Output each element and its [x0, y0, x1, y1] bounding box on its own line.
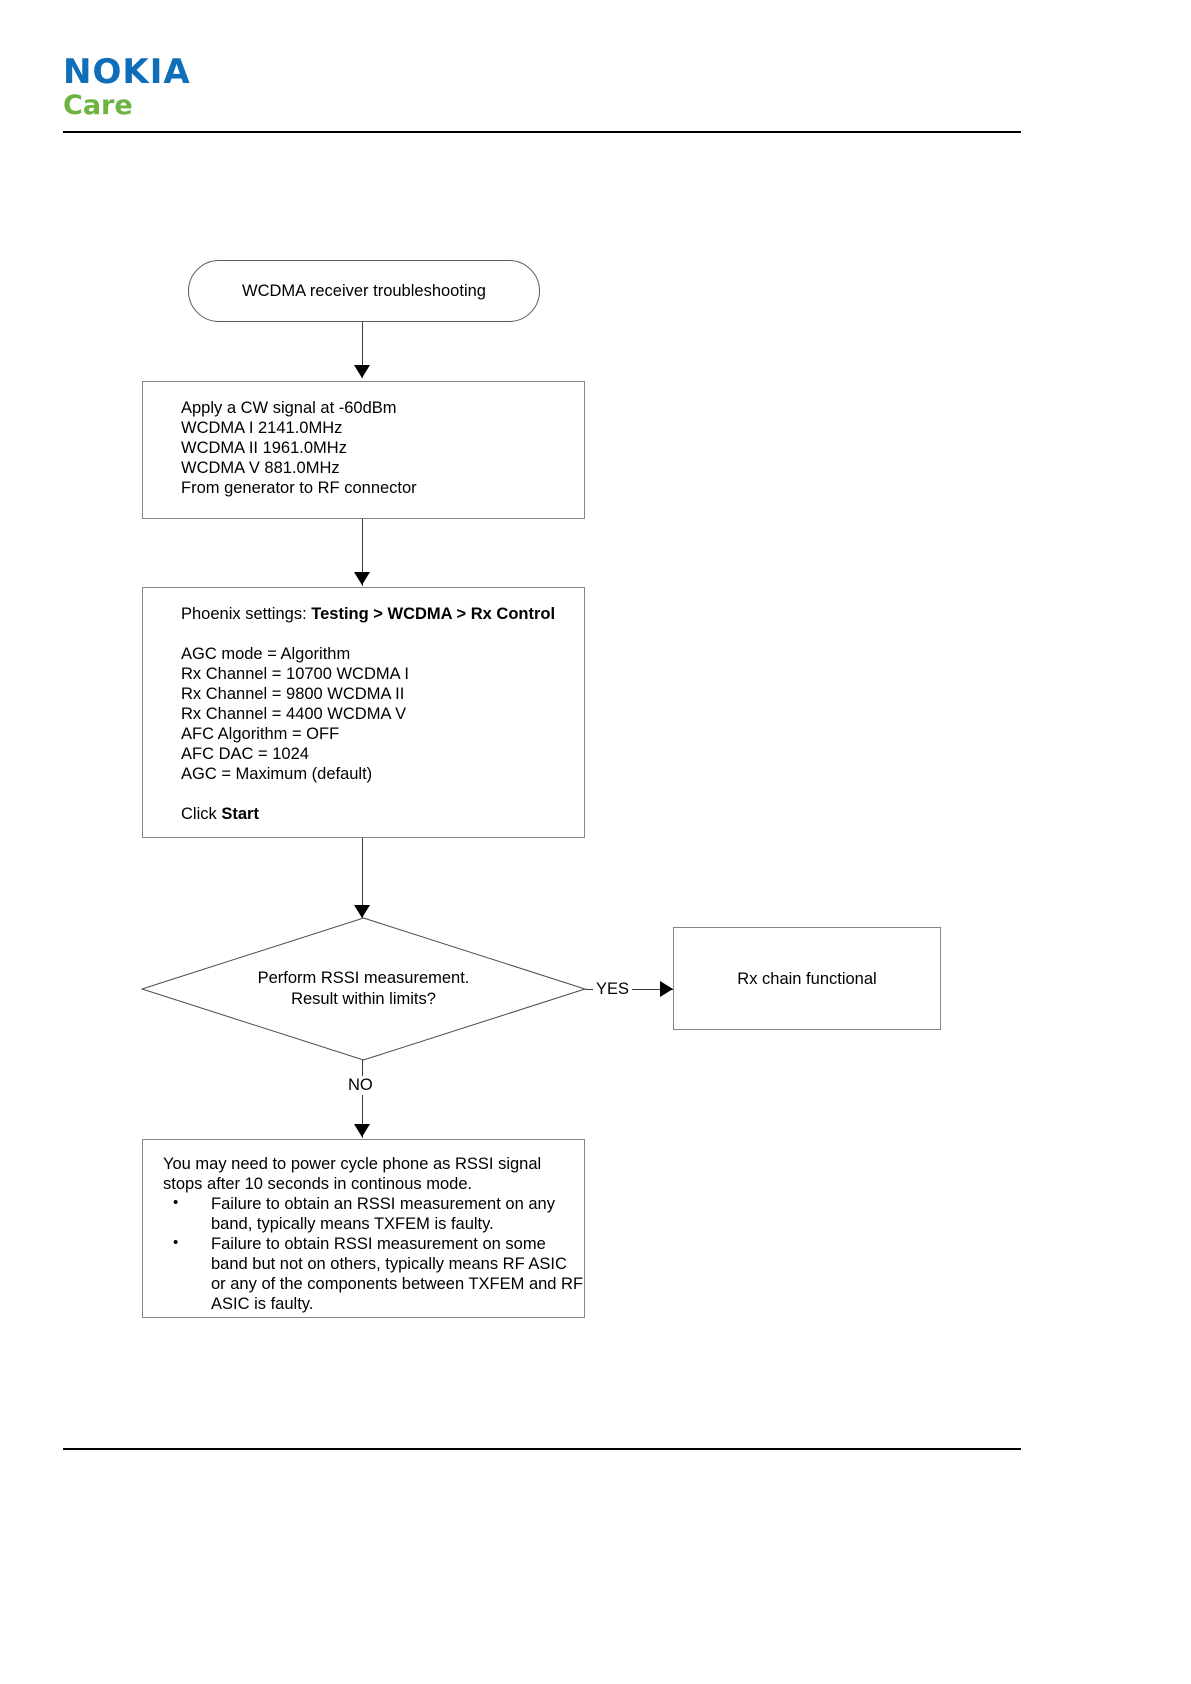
- signal-line-1: Apply a CW signal at -60dBm: [181, 399, 397, 417]
- flow-node-start: WCDMA receiver troubleshooting: [188, 260, 540, 322]
- flow-node-decision: Perform RSSI measurement. Result within …: [140, 917, 587, 1061]
- decision-diamond-shape: [140, 917, 587, 1061]
- nokia-wordmark: NOKIA: [63, 52, 191, 92]
- connector-signal-to-phoenix: [362, 519, 363, 586]
- signal-line-2: WCDMA I 2141.0MHz: [181, 419, 343, 437]
- phoenix-action-gap: [181, 784, 584, 804]
- fail-intro-line2: stops after 10 seconds in continous mode…: [163, 1175, 473, 1193]
- connector-no-branch: [362, 1060, 363, 1138]
- phoenix-heading-gap: [181, 624, 584, 644]
- phoenix-action: Click Start: [181, 804, 584, 824]
- phoenix-heading: Phoenix settings: Testing > WCDMA > Rx C…: [181, 604, 584, 624]
- edge-label-yes: YES: [593, 980, 633, 999]
- flow-node-signal-setup: Apply a CW signal at -60dBm WCDMA I 2141…: [142, 381, 585, 519]
- signal-line-4: WCDMA V 881.0MHz: [181, 459, 340, 477]
- start-node-label: WCDMA receiver troubleshooting: [242, 281, 486, 300]
- phoenix-action-prefix: Click: [181, 805, 222, 823]
- phoenix-heading-path: Testing > WCDMA > Rx Control: [311, 605, 556, 623]
- arrow-signal-to-phoenix: [354, 572, 370, 585]
- list-item: Failure to obtain RSSI measurement on so…: [163, 1233, 584, 1314]
- phoenix-setting-4: Rx Channel = 4400 WCDMA V: [181, 705, 407, 723]
- footer-divider: [63, 1448, 1021, 1450]
- edge-label-no: NO: [345, 1076, 376, 1095]
- arrow-no-to-fail: [354, 1124, 370, 1137]
- connector-start-to-signal: [362, 322, 363, 378]
- arrow-yes-to-pass: [660, 981, 673, 997]
- flow-node-pass-outcome: Rx chain functional: [673, 927, 941, 1030]
- arrow-start-to-signal: [354, 365, 370, 378]
- phoenix-start-button-label[interactable]: Start: [221, 805, 259, 823]
- fail-intro-line1: You may need to power cycle phone as RSS…: [163, 1155, 542, 1173]
- phoenix-setting-5: AFC Algorithm = OFF: [181, 725, 340, 743]
- phoenix-setting-3: Rx Channel = 9800 WCDMA II: [181, 685, 405, 703]
- signal-line-3: WCDMA II 1961.0MHz: [181, 439, 347, 457]
- list-item: Failure to obtain an RSSI measurement on…: [163, 1193, 584, 1234]
- nokia-care-logo: NOKIA Care: [63, 55, 363, 121]
- signal-line-5: From generator to RF connector: [181, 479, 417, 497]
- header-divider: [63, 131, 1021, 133]
- phoenix-setting-7: AGC = Maximum (default): [181, 765, 373, 783]
- phoenix-setting-6: AFC DAC = 1024: [181, 745, 309, 763]
- phoenix-setting-2: Rx Channel = 10700 WCDMA I: [181, 665, 409, 683]
- phoenix-setting-1: AGC mode = Algorithm: [181, 645, 351, 663]
- flow-node-fail-outcome: You may need to power cycle phone as RSS…: [142, 1139, 585, 1318]
- pass-outcome-label: Rx chain functional: [737, 969, 877, 988]
- flow-node-phoenix-settings: Phoenix settings: Testing > WCDMA > Rx C…: [142, 587, 585, 838]
- decision-label-line2: Result within limits?: [291, 990, 436, 1008]
- connector-phoenix-to-decision: [362, 838, 363, 918]
- decision-label: Perform RSSI measurement. Result within …: [142, 918, 585, 1060]
- phoenix-heading-prefix: Phoenix settings:: [181, 605, 312, 623]
- fail-cause-list: Failure to obtain an RSSI measurement on…: [163, 1193, 584, 1314]
- care-wordmark: Care: [63, 90, 133, 121]
- arrow-phoenix-to-decision: [354, 905, 370, 918]
- decision-label-line1: Perform RSSI measurement.: [257, 969, 470, 987]
